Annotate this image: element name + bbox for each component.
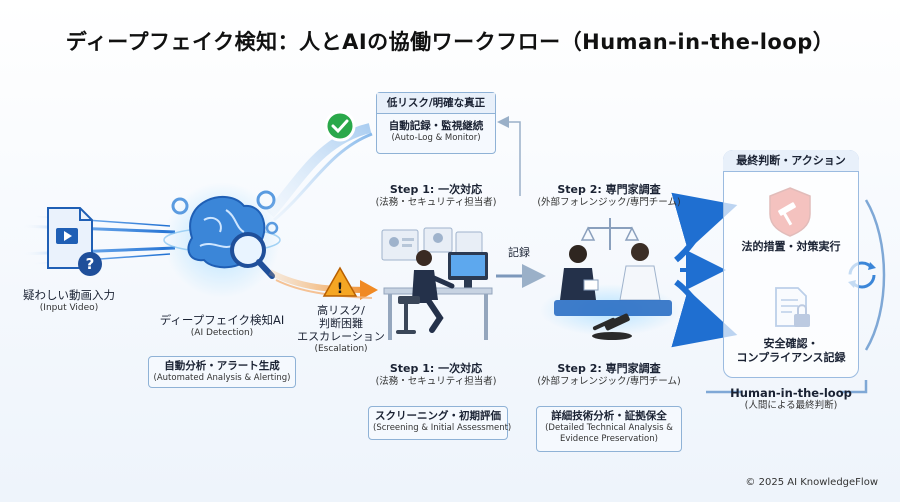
escalation-label: 高リスク/ 判断困難 エスカレーション (Escalation) bbox=[286, 304, 396, 355]
human-loop-arrows bbox=[706, 199, 886, 394]
final-item-legal: 法的措置・対策実行 bbox=[741, 240, 841, 253]
input-label: 疑わしい動画入力 (Input Video) bbox=[14, 288, 124, 314]
step2-box-sub2: Evidence Preservation) bbox=[560, 434, 658, 444]
low-risk-title: 低リスク/明確な真正 bbox=[377, 93, 495, 114]
step1-top-title: Step 1: 一次対応 bbox=[389, 183, 483, 196]
input-title: 疑わしい動画入力 bbox=[23, 288, 115, 302]
step1-top-sub: (法務・セキュリティ担当者) bbox=[375, 197, 497, 208]
hitl-title: Human-in-the-loop bbox=[730, 386, 852, 400]
input-sub: (Input Video) bbox=[39, 303, 99, 313]
step2-experts-illustration bbox=[540, 218, 680, 340]
low-risk-box: 低リスク/明確な真正 自動記録・監視継続 (Auto-Log & Monitor… bbox=[376, 92, 496, 154]
ai-process-box: 自動分析・アラート生成 (Automated Analysis & Alerti… bbox=[148, 356, 296, 388]
warning-icon: ! bbox=[322, 266, 358, 297]
step1-process-box: スクリーニング・初期評価 (Screening & Initial Assess… bbox=[368, 406, 512, 440]
step2-box-sub1: (Detailed Technical Analysis & bbox=[545, 423, 673, 433]
escalation-line1: 高リスク/ bbox=[317, 304, 365, 317]
step1-bottom-sub: (法務・セキュリティ担当者) bbox=[375, 376, 497, 387]
svg-text:!: ! bbox=[337, 281, 343, 297]
step1-top-label: Step 1: 一次対応 (法務・セキュリティ担当者) bbox=[368, 183, 504, 209]
ai-title: ディープフェイク検知AI bbox=[159, 313, 285, 327]
step1-bottom-label: Step 1: 一次対応 (法務・セキュリティ担当者) bbox=[368, 362, 504, 388]
step2-bottom-sub: (外部フォレンジック/専門チーム) bbox=[537, 376, 681, 387]
ai-brain-icon bbox=[163, 182, 281, 298]
step1-box-title: スクリーニング・初期評価 bbox=[375, 410, 501, 422]
final-item-compliance-line1: 安全確認・ bbox=[763, 337, 819, 350]
record-label: 記録 bbox=[508, 246, 530, 259]
monitor-return-arrow bbox=[497, 116, 521, 196]
escalation-line3: エスカレーション bbox=[297, 330, 385, 343]
final-item-compliance: 安全確認・ コンプライアンス記録 bbox=[723, 337, 859, 365]
low-risk-arc bbox=[266, 110, 373, 222]
step1-box-sub: (Screening & Initial Assessment) bbox=[373, 423, 512, 433]
final-panel-title: 最終判断・アクション bbox=[723, 150, 859, 172]
hitl-sub: (人間による最終判断) bbox=[744, 400, 838, 411]
final-action-streams bbox=[670, 192, 738, 348]
step1-analyst-illustration bbox=[381, 227, 493, 340]
final-action-panel bbox=[723, 150, 859, 378]
copyright: © 2025 AI KnowledgeFlow bbox=[745, 477, 878, 488]
step2-bottom-label: Step 2: 専門家調査 (外部フォレンジック/専門チーム) bbox=[534, 362, 684, 388]
ai-box-sub: (Automated Analysis & Alerting) bbox=[153, 373, 291, 383]
hitl-label: Human-in-the-loop (人間による最終判断) bbox=[723, 386, 859, 412]
svg-text:?: ? bbox=[86, 255, 95, 273]
step2-bottom-title: Step 2: 専門家調査 bbox=[557, 362, 661, 375]
low-risk-box-sub: (Auto-Log & Monitor) bbox=[391, 133, 481, 143]
escalation-arrows bbox=[268, 269, 378, 300]
escalation-sub: (Escalation) bbox=[314, 344, 368, 354]
step2-process-box: 詳細技術分析・証拠保全 (Detailed Technical Analysis… bbox=[536, 406, 682, 452]
video-file-icon: ? bbox=[47, 207, 102, 276]
final-item-compliance-line2: コンプライアンス記録 bbox=[736, 351, 846, 364]
step2-top-label: Step 2: 専門家調査 (外部フォレンジック/専門チーム) bbox=[534, 183, 684, 209]
step2-box-title: 詳細技術分析・証拠保全 bbox=[551, 410, 667, 422]
step2-top-title: Step 2: 専門家調査 bbox=[557, 183, 661, 196]
page-title: ディープフェイク検知：人とAIの協働ワークフロー（Human-in-the-lo… bbox=[65, 30, 835, 54]
step1-bottom-title: Step 1: 一次対応 bbox=[389, 362, 483, 375]
ai-sub: (AI Detection) bbox=[190, 328, 254, 338]
low-risk-box-title: 自動記録・監視継続 bbox=[388, 120, 484, 132]
ai-box-title: 自動分析・アラート生成 bbox=[164, 360, 280, 372]
escalation-line2: 判断困難 bbox=[319, 317, 363, 330]
step2-top-sub: (外部フォレンジック/専門チーム) bbox=[537, 197, 681, 208]
ai-label: ディープフェイク検知AI (AI Detection) bbox=[152, 313, 292, 339]
